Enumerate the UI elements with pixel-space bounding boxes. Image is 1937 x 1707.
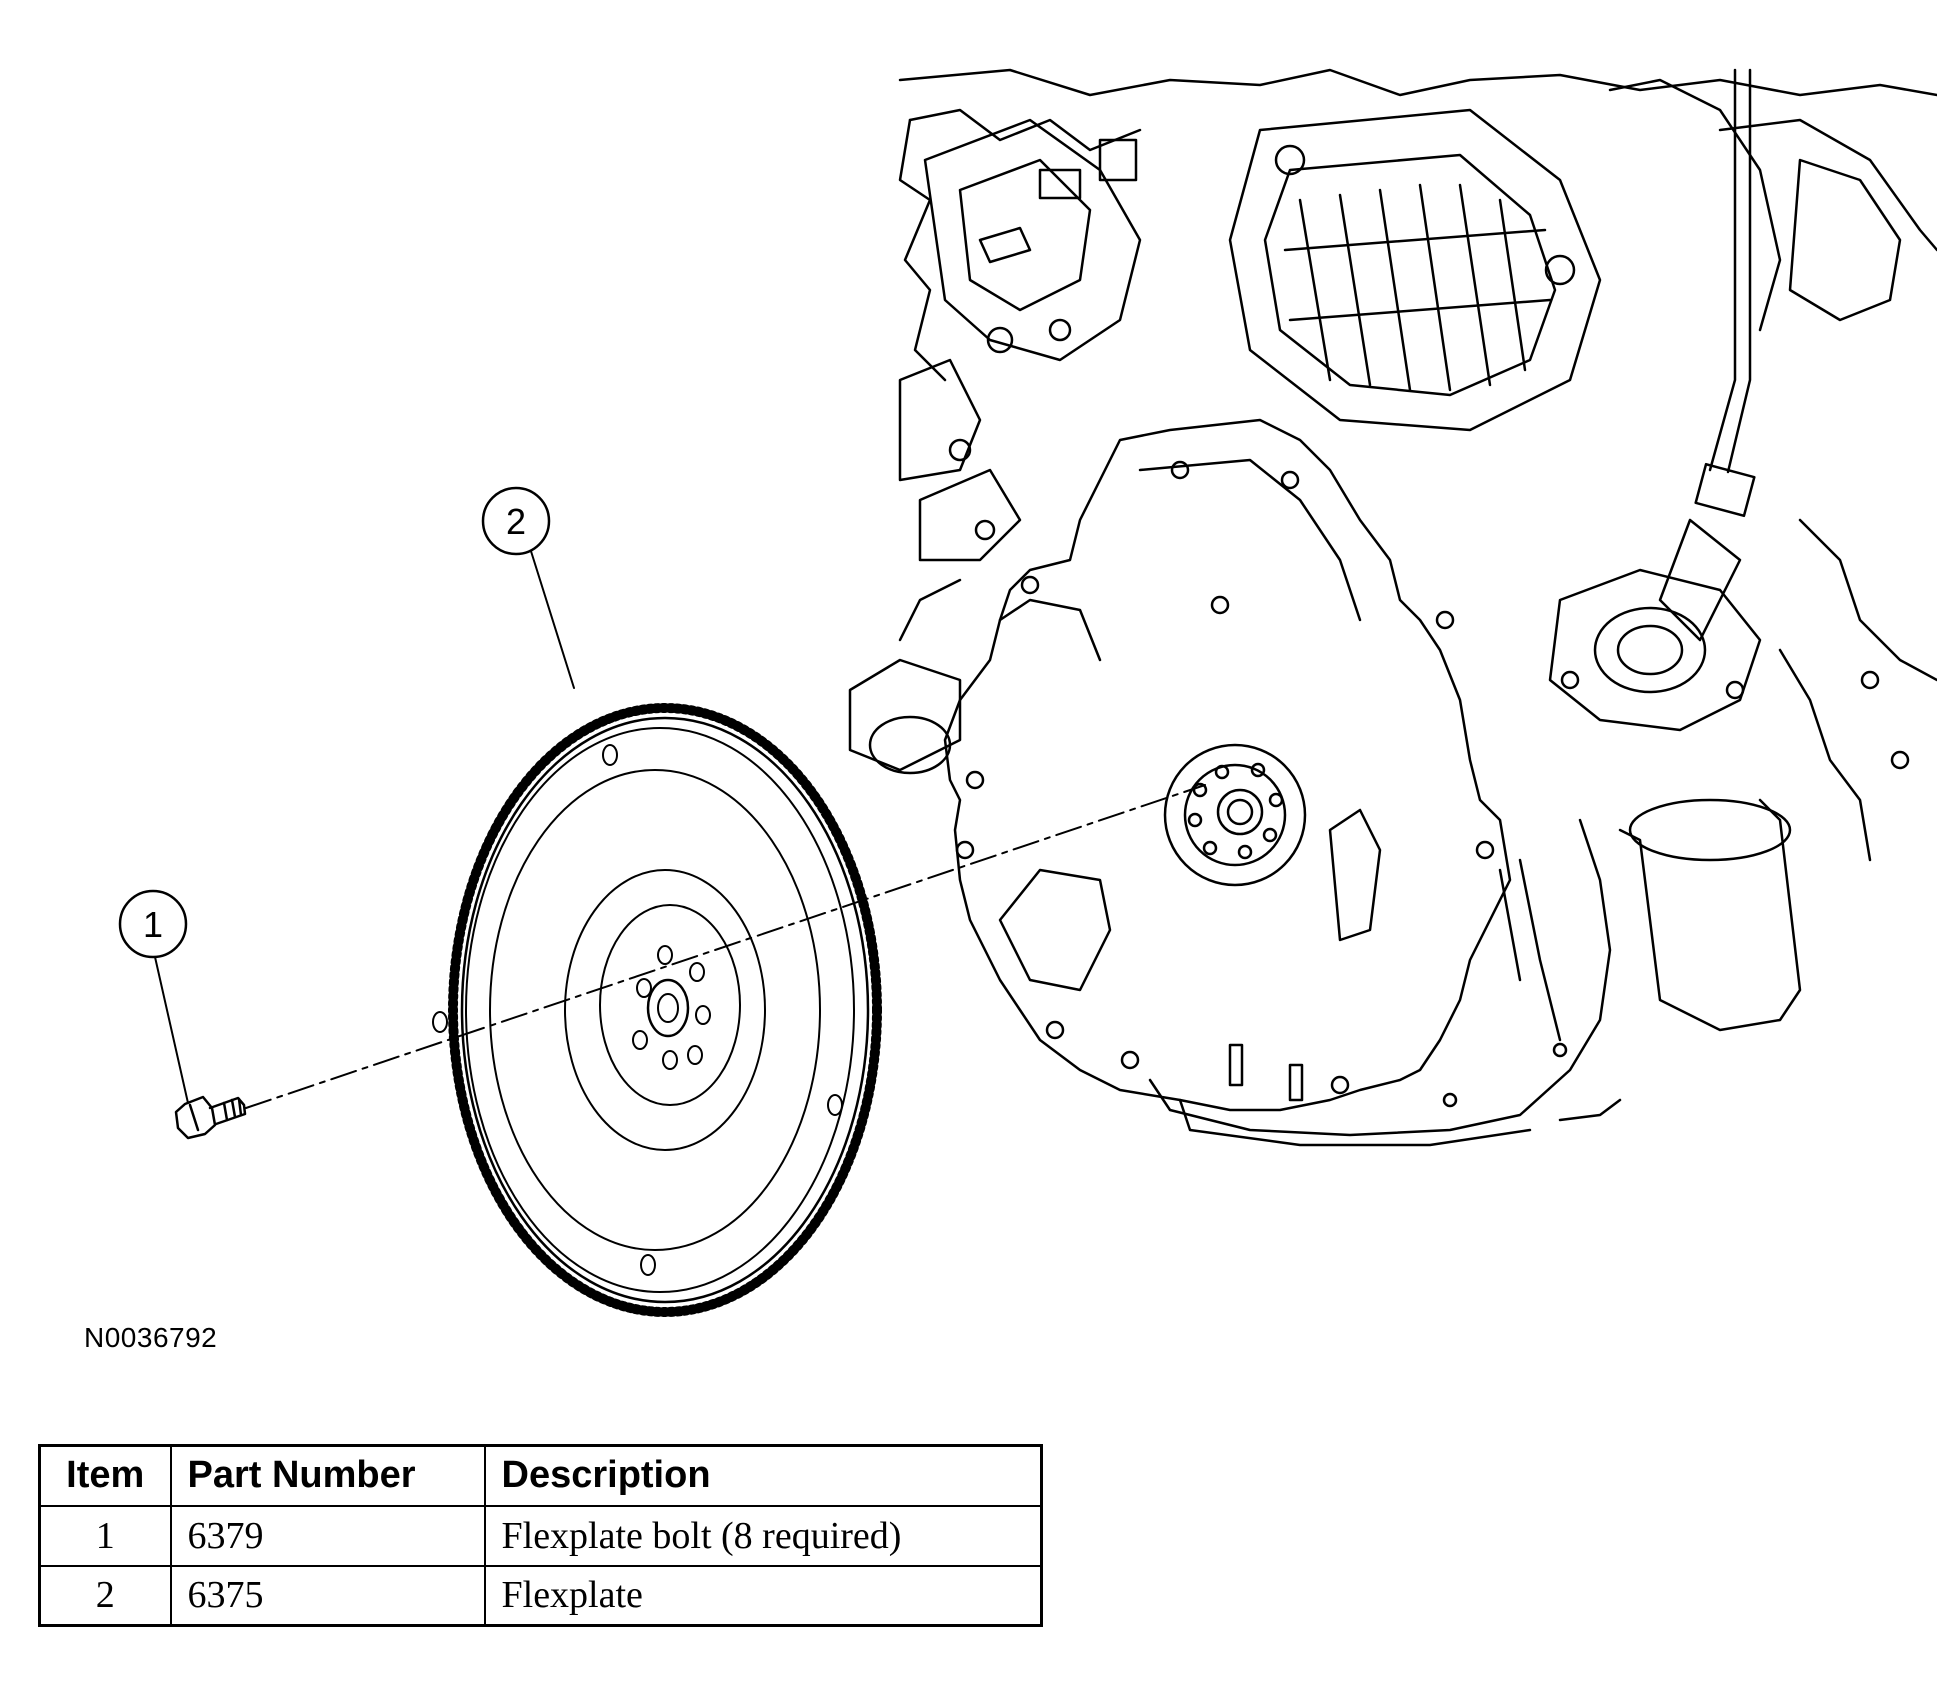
row-1-item: 1 bbox=[38, 1504, 172, 1567]
engine-block bbox=[848, 68, 1937, 1147]
callout-1-leader bbox=[154, 956, 189, 1104]
parts-table-header-row: Item Part Number Description bbox=[38, 1444, 1043, 1507]
row-2-item: 2 bbox=[38, 1564, 172, 1627]
table-row: 2 6375 Flexplate bbox=[38, 1564, 1043, 1627]
callout-2: 2 bbox=[481, 486, 551, 556]
flexplate bbox=[432, 703, 882, 1317]
assembly-centerline bbox=[245, 784, 1206, 1109]
parts-table: Item Part Number Description 1 6379 Flex… bbox=[38, 1444, 1043, 1627]
header-description: Description bbox=[483, 1444, 1043, 1507]
table-row: 1 6379 Flexplate bolt (8 required) bbox=[38, 1504, 1043, 1567]
row-1-description: Flexplate bolt (8 required) bbox=[483, 1504, 1043, 1567]
header-item: Item bbox=[38, 1444, 172, 1507]
row-1-part-number: 6379 bbox=[169, 1504, 486, 1567]
figure-id: N0036792 bbox=[84, 1322, 218, 1353]
callout-1: 1 bbox=[118, 889, 188, 959]
header-part-number: Part Number bbox=[169, 1444, 486, 1507]
callout-2-number: 2 bbox=[506, 501, 526, 542]
row-2-part-number: 6375 bbox=[169, 1564, 486, 1627]
row-2-description: Flexplate bbox=[483, 1564, 1043, 1627]
callout-1-number: 1 bbox=[143, 904, 163, 945]
callout-2-leader bbox=[529, 547, 575, 689]
flexplate-bolt bbox=[174, 1095, 247, 1140]
